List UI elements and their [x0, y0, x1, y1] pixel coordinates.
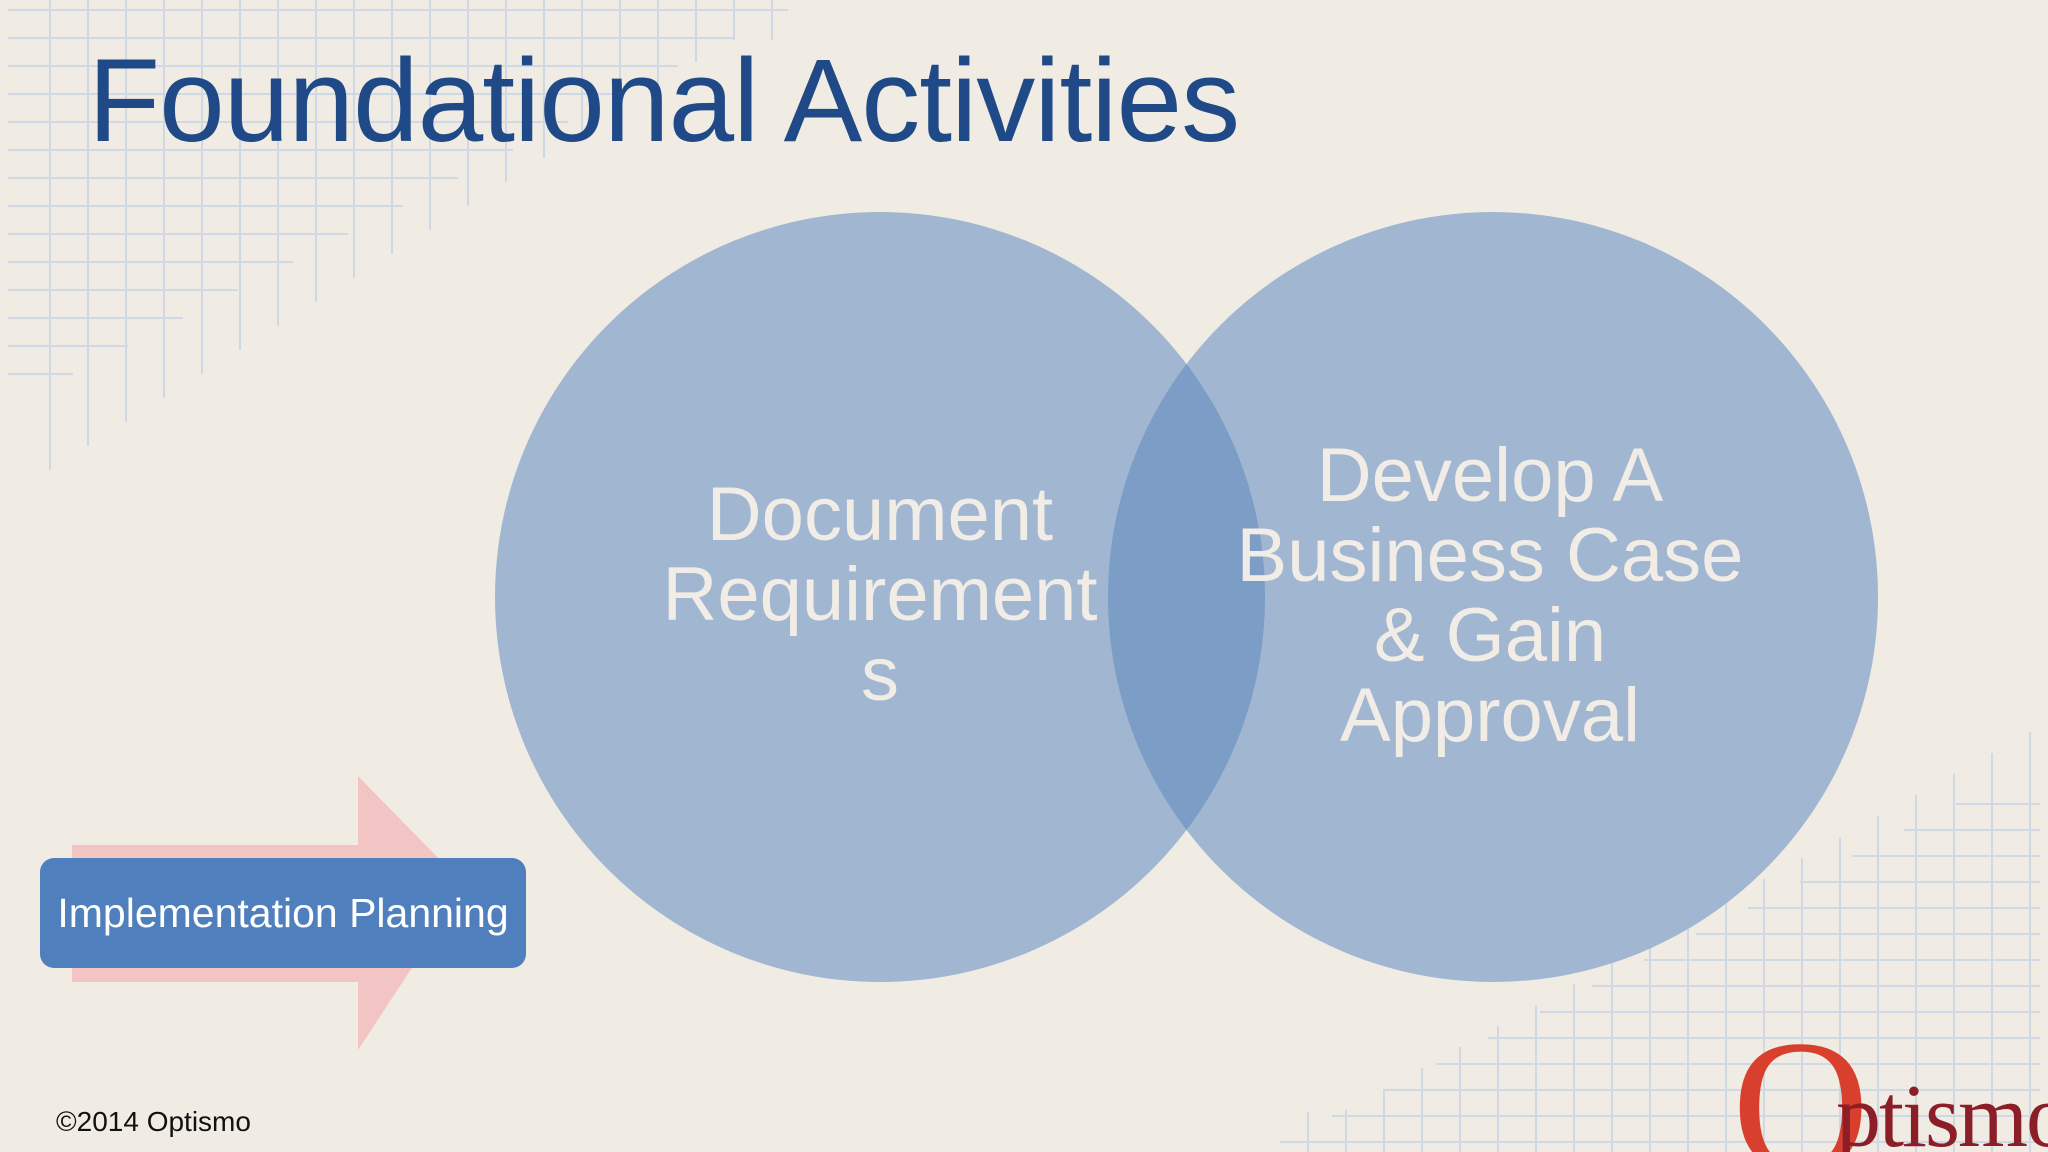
implementation-planning-button[interactable]: Implementation Planning	[40, 858, 526, 968]
venn-right-label: Develop A Business Case & Gain Approval	[1236, 433, 1744, 758]
venn-left-label: Document Requirement s	[662, 472, 1098, 717]
slide-title: Foundational Activities	[88, 35, 1240, 167]
venn-circle-right	[1108, 212, 1878, 982]
venn-circle-left	[495, 212, 1265, 982]
copyright-text: ©2014 Optismo	[56, 1106, 251, 1137]
optismo-logo: O ptismo	[1732, 1020, 2048, 1152]
